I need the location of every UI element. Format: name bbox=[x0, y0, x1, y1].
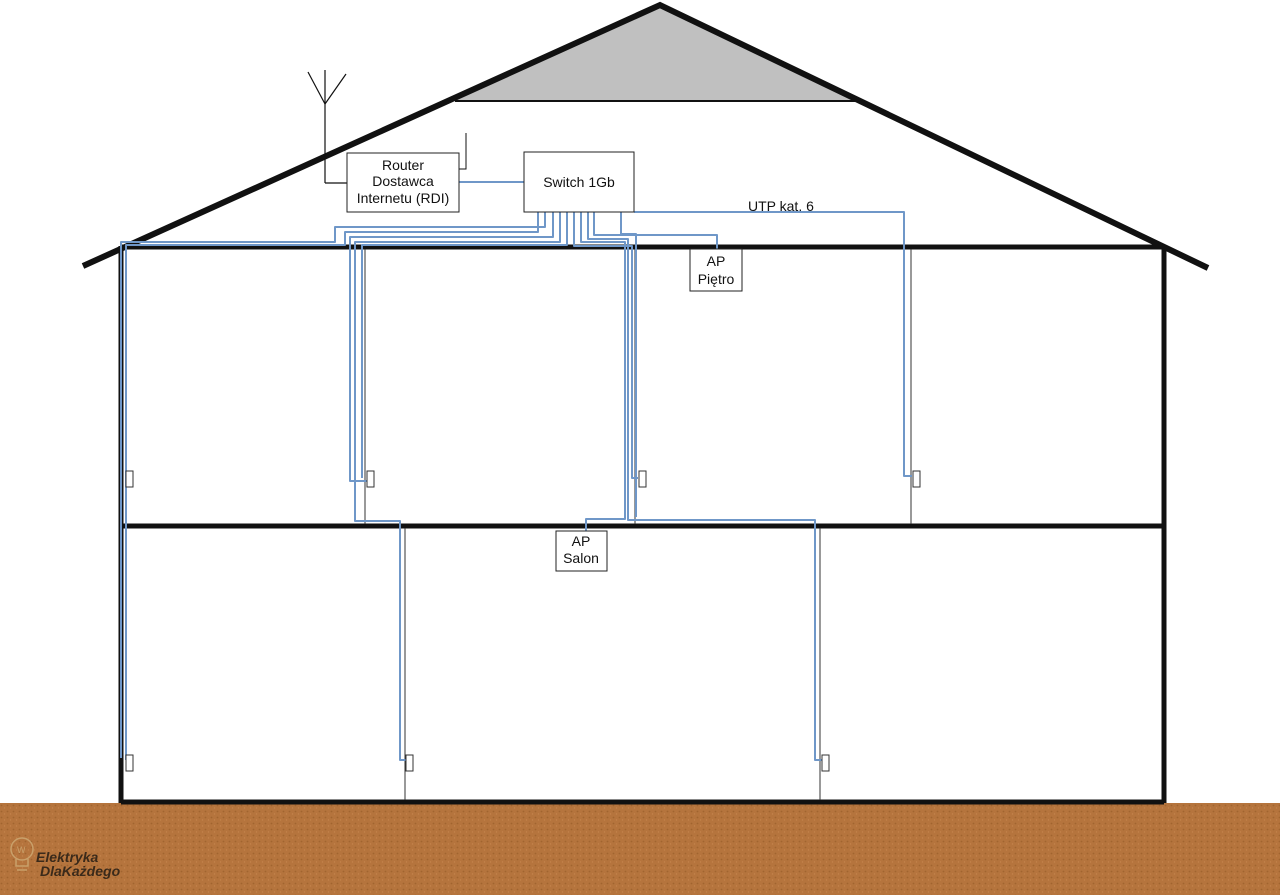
logo-line2: DlaKażdego bbox=[40, 863, 121, 879]
svg-text:W: W bbox=[17, 845, 26, 855]
house-structure bbox=[118, 244, 1167, 805]
ground bbox=[0, 803, 1280, 895]
cable-label: UTP kat. 6 bbox=[748, 198, 814, 214]
ap-lower-box: AP Salon bbox=[555, 530, 608, 572]
ap-lower-label-2: Salon bbox=[563, 550, 599, 566]
brand-logo: W Elektryka DlaKażdego bbox=[10, 837, 121, 879]
switch-label: Switch 1Gb bbox=[543, 174, 615, 190]
utp-cables bbox=[120, 181, 912, 761]
router-label-3: Internetu (RDI) bbox=[357, 190, 450, 206]
router-label-2: Dostawca bbox=[372, 173, 434, 189]
router-box: Router Dostawca Internetu (RDI) bbox=[346, 152, 460, 213]
logo-line1: Elektryka bbox=[36, 849, 98, 865]
ap-upper-box: AP Piętro bbox=[689, 248, 743, 292]
ap-upper-label-1: AP bbox=[707, 253, 726, 269]
antenna-icon bbox=[307, 70, 347, 184]
ap-lower-label-1: AP bbox=[572, 533, 591, 549]
outlet-icon bbox=[125, 470, 134, 488]
switch-box: Switch 1Gb bbox=[523, 151, 635, 213]
attic-gray-area bbox=[455, 7, 860, 101]
outlet-icon bbox=[405, 754, 414, 772]
router-label-1: Router bbox=[382, 157, 424, 173]
lightbulb-icon: W bbox=[10, 837, 34, 871]
router-side-cable bbox=[459, 133, 467, 170]
ap-upper-label-2: Piętro bbox=[698, 271, 735, 287]
outlet-icon bbox=[912, 470, 921, 488]
outlet-icon bbox=[366, 470, 375, 488]
outlet-icon bbox=[125, 754, 134, 772]
roof bbox=[81, 1, 1210, 271]
wall-outlets bbox=[125, 470, 921, 772]
outlet-icon bbox=[638, 470, 647, 488]
outlet-icon bbox=[821, 754, 830, 772]
